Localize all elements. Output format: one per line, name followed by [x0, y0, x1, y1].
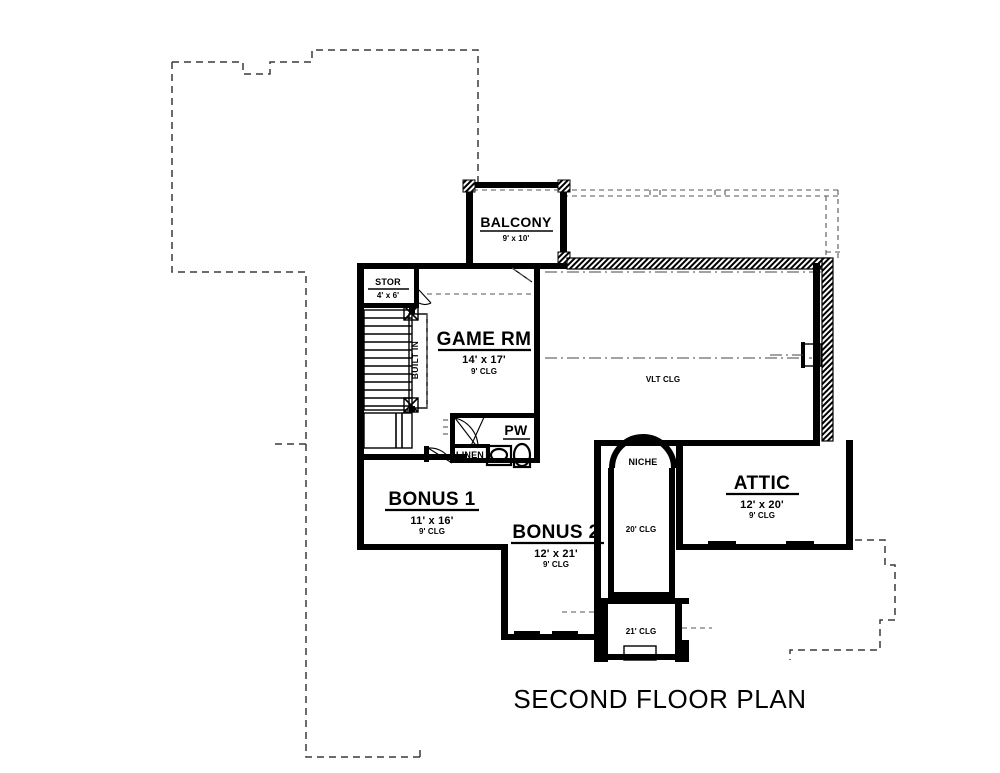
game-room-dimensions: 14' x 17'	[462, 354, 506, 366]
stair-x-marker-bottom	[403, 397, 419, 413]
balcony-post-right	[557, 179, 571, 193]
game-room-ceiling: 9' CLG	[471, 367, 497, 376]
bonus-1-room: BONUS 1 11' x 16' 9' CLG	[385, 489, 479, 536]
vaulted-open-area: VLT CLG	[646, 375, 680, 384]
niche-and-stairwell: NICHE 20' CLG 21' CLG	[560, 434, 712, 662]
bonus-2-label: BONUS 2	[512, 522, 599, 543]
game-room: GAME RM 14' x 17' 9' CLG	[427, 263, 540, 463]
toilet-fixture	[512, 442, 532, 469]
stairwell-connector-walls	[594, 598, 689, 604]
attic-room: ATTIC 12' x 20' 9' CLG	[708, 473, 814, 544]
powder-room: PW LINEN	[443, 413, 540, 469]
bonus-1-ceiling: 9' CLG	[419, 527, 445, 536]
stair-x-marker-top	[403, 305, 419, 321]
stor-dimensions: 4' x 6'	[377, 291, 399, 300]
niche-label: NICHE	[628, 457, 657, 467]
bonus1-door	[424, 446, 453, 464]
niche-arch	[609, 434, 677, 469]
balcony-label: BALCONY	[480, 214, 552, 230]
bonus-2-ceiling: 9' CLG	[543, 560, 569, 569]
attic-ceiling: 9' CLG	[749, 511, 775, 520]
linen-closet: LINEN	[450, 444, 490, 463]
game-room-label: GAME RM	[437, 329, 532, 350]
built-in-label: BUILT IN	[410, 341, 420, 379]
vaulted-room-right-wall-hatched	[821, 257, 834, 442]
balcony-post-left	[462, 179, 476, 193]
vaulted-ceiling-label: VLT CLG	[646, 375, 680, 384]
bonus-1-dimensions: 11' x 16'	[410, 515, 453, 527]
attic-label: ATTIC	[734, 473, 791, 494]
bonus-1-label: BONUS 1	[388, 489, 475, 510]
stair-ceiling-label: 21' CLG	[626, 627, 657, 636]
linen-label: LINEN	[456, 450, 484, 460]
plan-title: SECOND FLOOR PLAN	[513, 684, 806, 714]
main-structure-walls	[357, 257, 853, 640]
bonus1-window	[360, 466, 363, 490]
stor-label: STOR	[375, 277, 401, 287]
vaulted-room-top-wall-hatched	[566, 257, 831, 270]
balcony-room: BALCONY 9' x 10'	[462, 179, 571, 265]
stor-room: STOR 4' x 6'	[357, 263, 432, 308]
vault-ridge-line	[545, 271, 828, 359]
staircase: BUILT IN	[359, 305, 428, 449]
stair-treads	[364, 317, 412, 407]
balcony-dimensions: 9' x 10'	[503, 234, 530, 243]
niche-ceiling-label: 20' CLG	[626, 525, 657, 534]
pw-label: PW	[504, 422, 528, 438]
bonus-2-room: BONUS 2 12' x 21' 9' CLG	[511, 522, 604, 634]
bonus-2-dimensions: 12' x 21'	[534, 548, 578, 560]
attic-dimensions: 12' x 20'	[740, 499, 784, 511]
